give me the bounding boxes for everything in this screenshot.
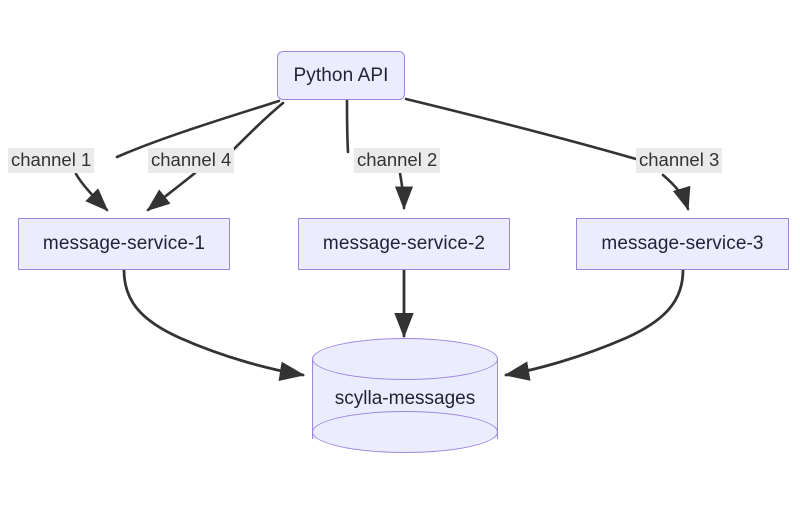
edge-python-api-to-message-service-3-channel-3 (404, 97, 638, 161)
edge-python-api-to-message-service-2-channel-2 (345, 99, 350, 154)
node-python-api-label: Python API (293, 64, 389, 86)
edge-label-channel-4: channel 4 (148, 148, 235, 173)
node-message-service-2-label: message-service-2 (322, 233, 486, 254)
node-message-service-3[interactable]: message-service-3 (576, 218, 789, 270)
edge-message-service-1-to-scylla-messages (122, 268, 305, 381)
edge-arrow-channel-1 (74, 172, 109, 212)
node-message-service-1-label: message-service-1 (42, 233, 206, 254)
node-message-service-2[interactable]: message-service-2 (298, 218, 510, 270)
edge-message-service-3-to-scylla-messages (504, 268, 685, 381)
edge-python-api-to-message-service-1-channel-4 (229, 101, 285, 154)
node-message-service-1[interactable]: message-service-1 (18, 218, 230, 270)
node-python-api[interactable]: Python API (277, 51, 405, 100)
edge-arrow-channel-2 (394, 171, 414, 210)
edge-arrow-channel-3 (661, 173, 691, 211)
node-message-service-3-label: message-service-3 (601, 233, 764, 254)
cylinder-bottom-ellipse (312, 411, 498, 453)
node-scylla-messages-database[interactable]: scylla-messages (312, 338, 498, 453)
edge-label-channel-1: channel 1 (8, 148, 95, 173)
cylinder-top-ellipse (312, 338, 498, 380)
edge-python-api-to-message-service-1-channel-1 (115, 99, 281, 159)
node-scylla-messages-label: scylla-messages (334, 388, 476, 409)
edge-label-channel-2: channel 2 (354, 148, 441, 173)
edge-label-channel-3: channel 3 (636, 148, 723, 173)
edge-arrow-channel-4 (146, 171, 197, 212)
